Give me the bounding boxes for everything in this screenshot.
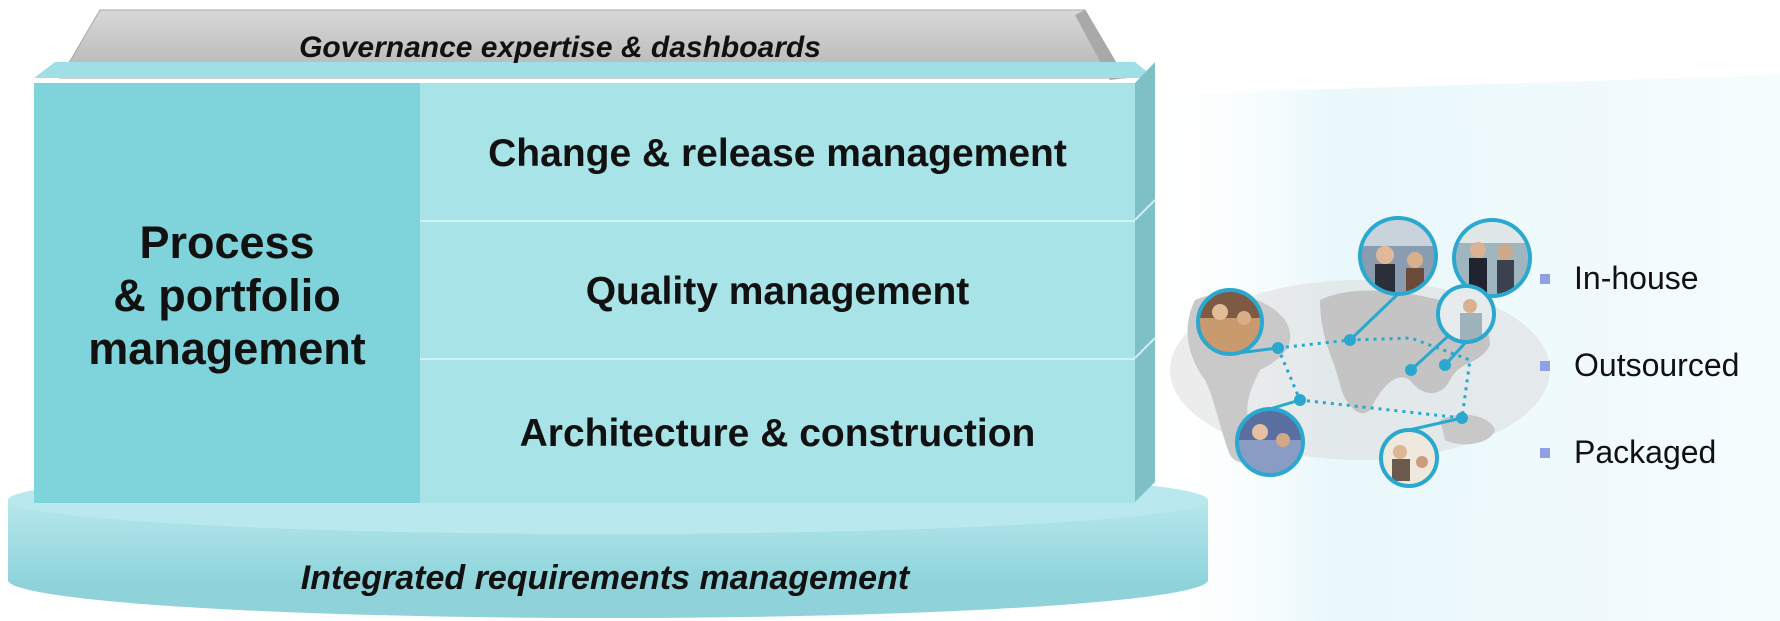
list-item: In-house <box>1540 235 1780 322</box>
left-pillar-text: Process & portfolio management <box>88 216 366 374</box>
left-pillar-label: Process & portfolio management <box>34 90 420 500</box>
delivery-model-label: In-house <box>1574 260 1699 296</box>
list-item: Packaged <box>1540 409 1780 496</box>
bullet-square-icon <box>1540 273 1550 284</box>
bullet-square-icon <box>1540 360 1550 371</box>
roof-label: Governance expertise & dashboards <box>299 31 821 64</box>
row-label-architecture: Architecture & construction <box>519 412 1036 455</box>
row-label-quality: Quality management <box>585 270 970 313</box>
people-photo-icon <box>1196 216 1532 488</box>
delivery-model-list: In-house Outsourced Packaged <box>1540 235 1780 496</box>
row-1-fill <box>420 83 1135 220</box>
base-label: Integrated requirements management <box>300 558 910 597</box>
bullet-square-icon <box>1540 447 1550 458</box>
delivery-model-label: Packaged <box>1574 434 1717 470</box>
left-pillar <box>34 83 420 503</box>
delivery-model-label: Outsourced <box>1574 347 1740 383</box>
row-2-fill <box>420 222 1135 358</box>
cube-top-face <box>34 62 1155 78</box>
row-3-fill <box>420 360 1135 503</box>
cube-side-face <box>1135 62 1155 502</box>
row-label-change-release: Change & release management <box>488 132 1067 175</box>
list-item: Outsourced <box>1540 322 1780 409</box>
